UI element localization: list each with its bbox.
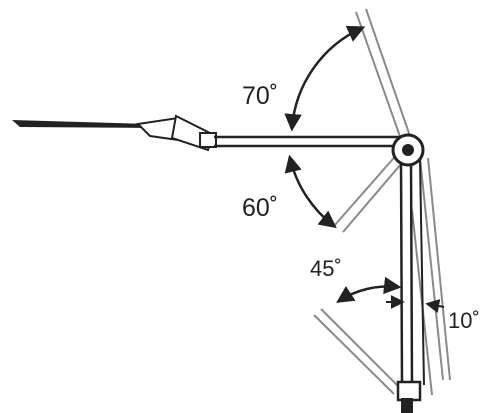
ghost-lower-arm-forward: [411, 157, 451, 396]
ghost-lower-arm-back: [313, 308, 401, 395]
base-clamp: [396, 380, 422, 413]
arc-45: [336, 276, 402, 303]
arc-70: [284, 25, 366, 132]
upper-arm: [214, 135, 403, 148]
ghost-arm-lowered: [333, 151, 408, 233]
lower-arm: [399, 159, 425, 386]
ghost-arm-raised: [355, 8, 413, 146]
angle-label-10: 10˚: [448, 308, 480, 333]
angle-label-70: 70˚: [242, 82, 278, 110]
angle-label-60: 60˚: [242, 194, 278, 222]
lamp-head: [12, 114, 217, 152]
elbow-joint: [391, 133, 425, 167]
marker-10: [386, 295, 445, 313]
arc-60: [284, 154, 337, 229]
angle-label-45: 45˚: [310, 256, 342, 281]
